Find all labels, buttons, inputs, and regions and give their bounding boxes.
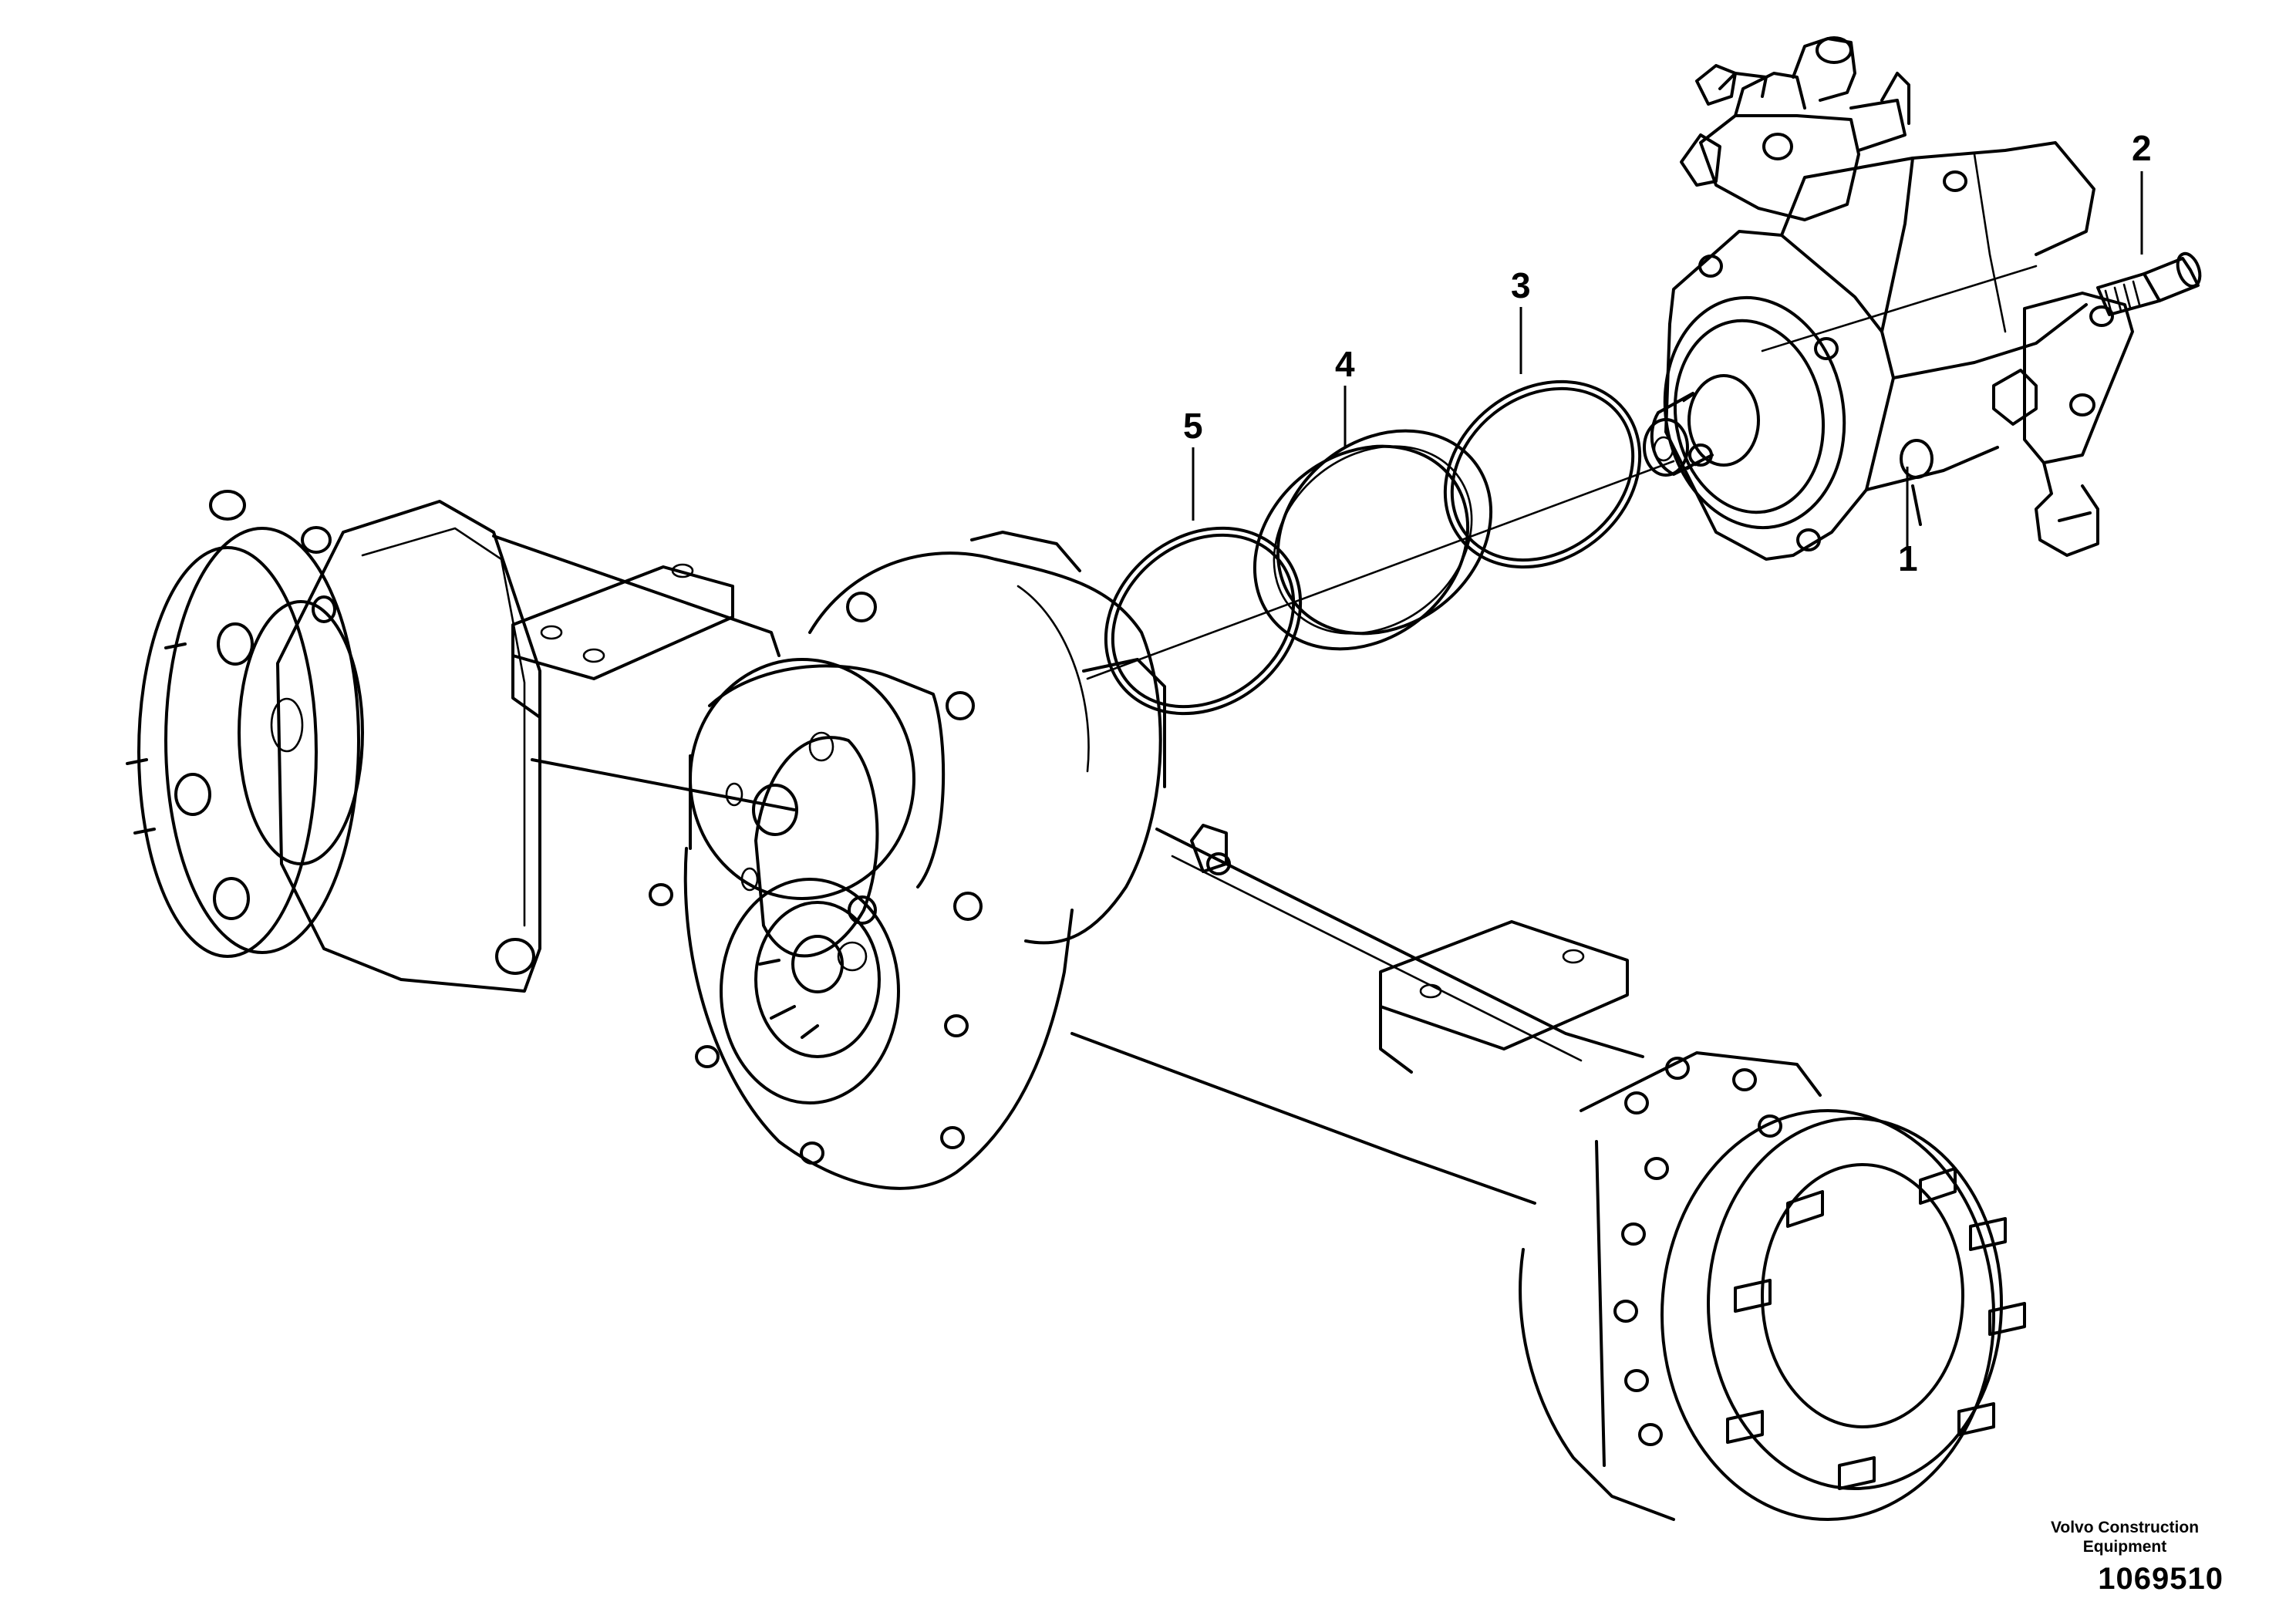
wheel-stud-group xyxy=(1726,1167,2026,1490)
axle-assembly xyxy=(126,490,2026,1521)
publisher-credit: Volvo Construction Equipment xyxy=(2009,1518,2240,1556)
hydraulic-motor-1 xyxy=(1643,36,2134,561)
callout-3[interactable]: 3 xyxy=(1511,265,1531,305)
o-ring-5 xyxy=(1104,526,1303,716)
document-number: 1069510 xyxy=(2098,1562,2224,1596)
callout-4[interactable]: 4 xyxy=(1335,344,1355,384)
callout-2[interactable]: 2 xyxy=(2132,128,2152,168)
assembly-centre-line xyxy=(1086,460,1675,680)
bolt-centre-line xyxy=(1761,265,2038,352)
callout-1[interactable]: 1 xyxy=(1898,538,1918,578)
sleeve-4 xyxy=(1253,429,1493,651)
credit-line-2: Equipment xyxy=(2082,1538,2167,1556)
credit-line-1: Volvo Construction xyxy=(2050,1519,2200,1536)
o-ring-3 xyxy=(1443,379,1642,569)
callout-5[interactable]: 5 xyxy=(1183,406,1203,446)
screw-2 xyxy=(2096,251,2202,316)
housing-bolt-group xyxy=(1613,1057,1782,1446)
